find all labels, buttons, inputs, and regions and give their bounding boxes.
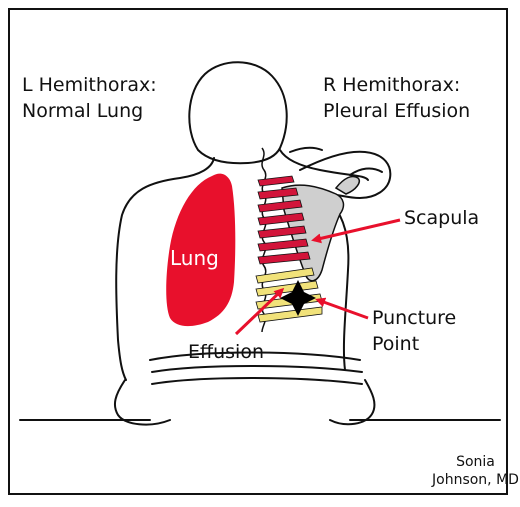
seated-base-outline	[19, 379, 501, 426]
diagram-border	[8, 8, 508, 495]
right-hemithorax-label: R Hemithorax: Pleural Effusion	[323, 72, 470, 124]
puncture-point-label: Puncture Point	[372, 305, 456, 357]
puncture-line2: Point	[372, 333, 420, 355]
scapula-arrow	[311, 218, 401, 244]
scapula-label: Scapula	[404, 207, 480, 229]
lung-shape	[166, 173, 236, 327]
effusion-label: Effusion	[188, 341, 264, 363]
raised-arm-outline	[289, 146, 392, 200]
credit-line1: Sonia	[456, 454, 495, 470]
ribs-upper	[257, 175, 311, 265]
left-hemithorax-line1: L Hemithorax:	[22, 74, 157, 96]
right-hemithorax-line2: Pleural Effusion	[323, 100, 471, 122]
author-credit: Sonia Johnson, MD	[432, 453, 519, 489]
lung-label: Lung	[170, 246, 219, 270]
left-hemithorax-label: L Hemithorax: Normal Lung	[22, 72, 157, 124]
scapula-spine	[334, 175, 360, 195]
puncture-arrow	[315, 297, 369, 320]
puncture-point-marker	[280, 280, 316, 316]
effusion-arrow	[234, 287, 285, 336]
left-hemithorax-line2: Normal Lung	[22, 100, 144, 122]
right-hemithorax-line1: R Hemithorax:	[323, 74, 461, 96]
torso-outline	[115, 149, 369, 381]
puncture-line1: Puncture	[372, 307, 457, 329]
credit-line2: Johnson, MD	[432, 472, 519, 488]
waistband-outline	[149, 351, 363, 385]
head-outline	[188, 61, 288, 165]
